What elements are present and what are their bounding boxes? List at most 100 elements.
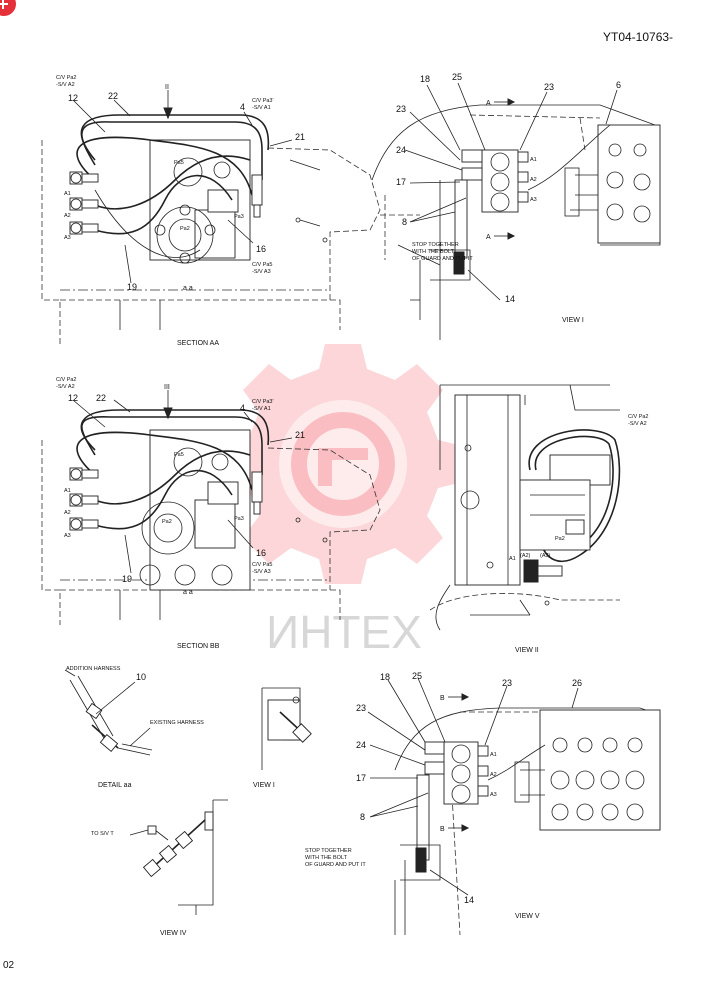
view-ii-port-pa2: Pa2: [555, 536, 565, 542]
view-v-port-a1: A1: [490, 752, 497, 758]
view-i-top-callout-18: 18: [420, 74, 430, 84]
view-iv-label-to-sv: TO S/V T: [91, 831, 114, 837]
view-ii-note-line1: C/V Pa2: [628, 414, 648, 420]
view-v-arrow-b-upper: B: [440, 695, 445, 702]
bb-callout-4: 4: [240, 403, 245, 413]
view-i-top-drawing: [371, 82, 661, 340]
aa-note-pa2-line2: -S/V A2: [56, 82, 75, 88]
bb-callout-22: 22: [96, 393, 106, 403]
bb-callout-12: 12: [68, 393, 78, 403]
view-v-callout-24: 24: [356, 740, 366, 750]
aa-port-a3: A3: [64, 235, 71, 241]
corner-badge: [0, 0, 16, 16]
aa-callout-19: 19: [127, 282, 137, 292]
view-iv-drawing: [129, 799, 228, 915]
view-i-top-callout-24: 24: [396, 145, 406, 155]
view-i-top-callout-6: 6: [616, 80, 621, 90]
view-v-port-a3: A3: [490, 792, 497, 798]
aa-port-pa5: Pa5: [174, 160, 184, 166]
detail-aa-title: DETAIL aa: [98, 782, 132, 789]
view-small-i-drawing: [261, 687, 312, 770]
section-bb-drawing: [41, 390, 381, 625]
bb-port-pa5: Pa5: [174, 452, 184, 458]
view-i-top-port-a1: A1: [530, 157, 537, 163]
view-ii-title: VIEW II: [515, 647, 539, 654]
aa-note-pa3-line2: -S/V A1: [252, 105, 271, 111]
view-ii-port-a3: (A3): [540, 553, 551, 559]
aa-detail-ref: a a: [183, 285, 193, 292]
bb-callout-19: 19: [122, 574, 132, 584]
view-v-note-line3: OF GUARD AND PUT IT: [305, 862, 366, 868]
view-i-top-note-line2: WITH THE BOLT: [412, 249, 455, 255]
view-v-drawing: [367, 677, 661, 936]
view-v-callout-23-right: 23: [502, 678, 512, 688]
bb-port-pa3: Pa3: [234, 516, 244, 522]
bb-note-pa5-line1: C/V Pa5: [252, 562, 272, 568]
aa-callout-16: 16: [256, 244, 266, 254]
detail-aa-drawing: [64, 669, 153, 756]
section-aa-drawing: [41, 90, 381, 345]
aa-port-a1: A1: [64, 191, 71, 197]
bb-detail-ref: a a: [183, 589, 193, 596]
view-i-top-callout-25: 25: [452, 72, 462, 82]
bb-note-pa2-line1: C/V Pa2: [56, 377, 76, 383]
bb-note-pa2-line2: -S/V A2: [56, 384, 75, 390]
view-v-note-line2: WITH THE BOLT: [305, 855, 348, 861]
view-v-callout-18: 18: [380, 672, 390, 682]
aa-section-title: SECTION AA: [177, 340, 219, 347]
view-ii-port-a2: (A2): [520, 553, 531, 559]
view-i-top-title: VIEW I: [562, 317, 584, 324]
bb-note-pa3-line2: -S/V A1: [252, 406, 271, 412]
bb-note-pa3-line1: C/V Pa3': [252, 399, 274, 405]
bb-section-marker: III: [164, 384, 170, 391]
bb-port-a2: A2: [64, 510, 71, 516]
view-i-top-callout-17: 17: [396, 177, 406, 187]
aa-note-pa5-line2: -S/V A3: [252, 269, 271, 275]
view-v-note-line1: STOP TOGETHER: [305, 848, 352, 854]
watermark-text: ИНТЕХ: [266, 606, 422, 658]
view-i-top-arrow-a-upper: A: [486, 100, 491, 107]
bb-port-a3: A3: [64, 533, 71, 539]
aa-callout-4: 4: [240, 102, 245, 112]
aa-port-a2: A2: [64, 213, 71, 219]
aa-port-pa2: Pa2: [180, 226, 190, 232]
view-v-port-a2: A2: [490, 772, 497, 778]
aa-port-pa3: Pa3: [234, 214, 244, 220]
view-i-top-port-a3: A3: [530, 197, 537, 203]
aa-callout-12: 12: [68, 93, 78, 103]
view-v-title: VIEW V: [515, 913, 540, 920]
view-i-top-callout-8: 8: [402, 217, 407, 227]
bb-port-pa2: Pa2: [162, 519, 172, 525]
page-number: 02: [3, 960, 15, 971]
detail-aa-label-existing: EXISTING HARNESS: [150, 720, 204, 726]
view-v-callout-26: 26: [572, 678, 582, 688]
aa-note-pa3-line1: C/V Pa3': [252, 98, 274, 104]
bb-note-pa5-line2: -S/V A3: [252, 569, 271, 575]
bb-callout-16: 16: [256, 548, 266, 558]
aa-callout-21: 21: [295, 132, 305, 142]
view-v-callout-25: 25: [412, 671, 422, 681]
view-i-top-arrow-a-lower: A: [486, 234, 491, 241]
bb-callout-21: 21: [295, 430, 305, 440]
view-i-top-note-line1: STOP TOGETHER: [412, 242, 459, 248]
view-v-callout-17: 17: [356, 773, 366, 783]
aa-callout-22: 22: [108, 91, 118, 101]
view-i-top-callout-23-left: 23: [396, 104, 406, 114]
aa-section-marker: II: [165, 84, 169, 91]
aa-note-pa2-line1: C/V Pa2: [56, 75, 76, 81]
watermark-gear-logo: [223, 344, 463, 584]
view-v-callout-8: 8: [360, 812, 365, 822]
view-ii-port-a1: A1: [509, 556, 516, 562]
view-ii-drawing: [429, 384, 621, 631]
bb-port-a1: A1: [64, 488, 71, 494]
view-ii-note-line2: -S/V A2: [628, 421, 647, 427]
view-small-i-title: VIEW I: [253, 782, 275, 789]
view-v-arrow-b-lower: B: [440, 826, 445, 833]
view-i-top-port-a2: A2: [530, 177, 537, 183]
detail-aa-label-addition: ADDITION HARNESS: [66, 666, 121, 672]
document-id: YT04-10763-: [603, 30, 673, 44]
view-i-top-callout-14: 14: [505, 294, 515, 304]
aa-note-pa5-line1: C/V Pa5: [252, 262, 272, 268]
view-v-callout-23-left: 23: [356, 703, 366, 713]
